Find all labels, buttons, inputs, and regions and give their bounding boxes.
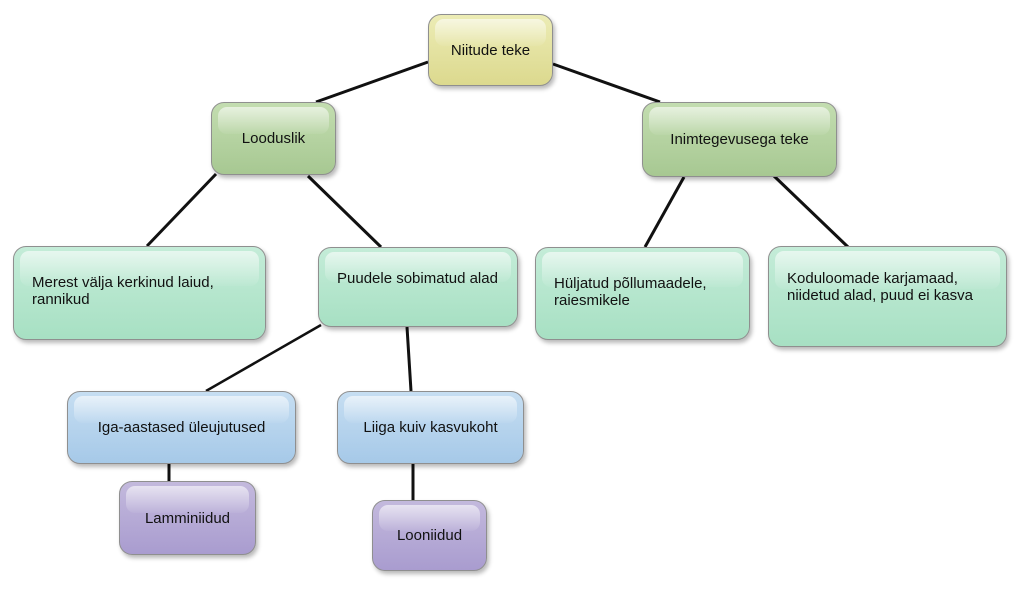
- node-label: Inimtegevusega teke: [670, 131, 809, 148]
- connector-puudele-liiga: [405, 326, 413, 392]
- node-label: Liiga kuiv kasvukoht: [363, 419, 498, 436]
- node-label: Merest välja kerkinud laiud, rannikud: [32, 274, 214, 308]
- connector-root-looduslik: [315, 60, 429, 104]
- node-label: Iga-aastased üleujutused: [97, 419, 266, 436]
- node-lamminiidud: Lamminiidud: [119, 481, 256, 555]
- node-inimtegevusega-teke: Inimtegevusega teke: [642, 102, 837, 177]
- node-huljatud-pollumaadele: Hüljatud põllumaadele, raiesmikele: [535, 247, 750, 340]
- node-label: Lamminiidud: [144, 509, 231, 527]
- node-iga-aastased-uleujutused: Iga-aastased üleujutused: [67, 391, 296, 464]
- node-koduloomade-karjamaad: Koduloomade karjamaad, niidetud alad, pu…: [768, 246, 1007, 347]
- node-label: Looduslik: [241, 130, 306, 147]
- node-looduslik: Looduslik: [211, 102, 336, 175]
- connector-puudele-iga: [205, 323, 322, 393]
- connector-root-inimtegevusega: [552, 62, 661, 104]
- node-liiga-kuiv-kasvukoht: Liiga kuiv kasvukoht: [337, 391, 524, 464]
- connector-looduslik-merest: [145, 172, 218, 248]
- node-puudele-sobimatud: Puudele sobimatud alad: [318, 247, 518, 327]
- connector-inim-koduloomade: [772, 174, 850, 249]
- node-niitude-teke: Niitude teke: [428, 14, 553, 86]
- connector-looduslik-puudele: [306, 174, 383, 249]
- node-looniidud: Looniidud: [372, 500, 487, 571]
- node-label: Hüljatud põllumaadele, raiesmikele: [554, 275, 707, 309]
- node-label: Koduloomade karjamaad, niidetud alad, pu…: [787, 270, 973, 304]
- node-label: Looniidud: [396, 527, 463, 544]
- node-label: Puudele sobimatud alad: [337, 270, 498, 287]
- connector-inim-hüljatud: [643, 176, 686, 248]
- node-merest-valja-kerkinud: Merest välja kerkinud laiud, rannikud: [13, 246, 266, 340]
- node-label: Niitude teke: [450, 41, 531, 59]
